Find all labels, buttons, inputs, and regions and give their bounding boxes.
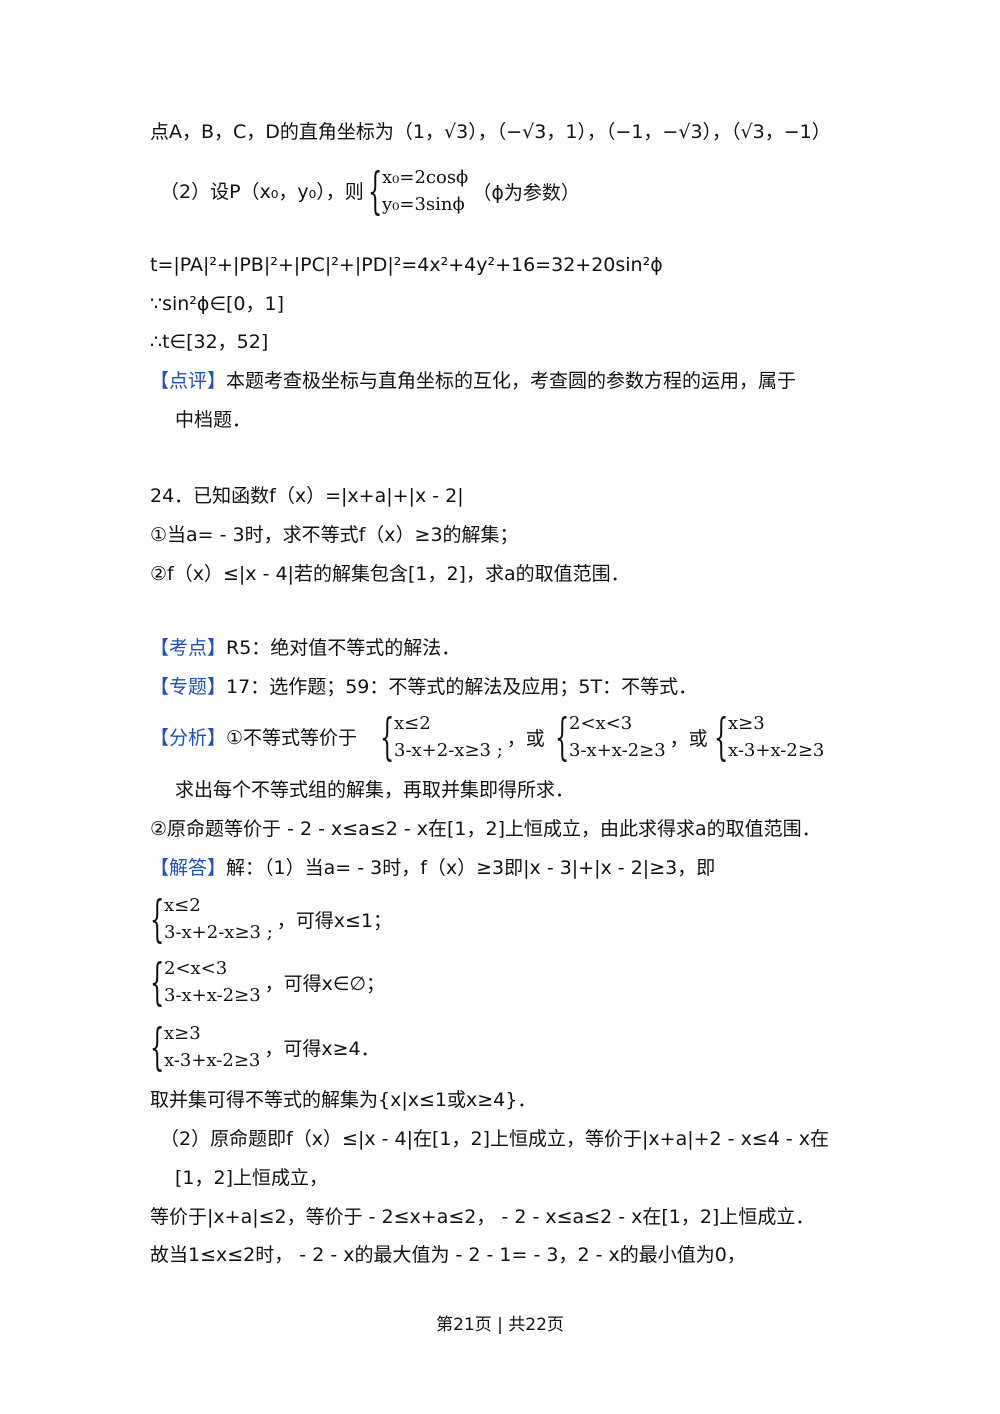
case-2: { 2<x<3 3-x+x-2≥3 ，可得x∈∅； (150, 955, 385, 1009)
or-text: ，或 (669, 727, 708, 750)
system-eq: x-3+x-2≥3 (728, 740, 825, 761)
param-note: （ϕ为参数） (472, 181, 580, 204)
fenxi-tag: 【分析】 (150, 727, 227, 749)
union-line: 取并集可得不等式的解集为{x|x≤1或x≥4}． (150, 1089, 537, 1111)
case-3: { x≥3 x-3+x-2≥3 ，可得x≥4． (150, 1020, 380, 1074)
case-result: ，可得x∈∅； (264, 972, 386, 995)
comment-line: 【点评】本题考查极坐标与直角坐标的互化，考查圆的参数方程的运用，属于 (150, 368, 796, 394)
part2-line: （2）原命题即f（x）≤|x - 4|在[1，2]上恒成立，等价于|x+a|+2… (160, 1128, 829, 1150)
comment-tag: 【点评】 (150, 370, 227, 392)
system-eq: x≤2 (164, 895, 201, 916)
zhuanti-line: 【专题】17：选作题；59：不等式的解法及应用；5T：不等式． (150, 674, 697, 700)
system-eq: 3-x+2-x≥3 ; (164, 922, 273, 943)
t-formula: t=|PA|²+|PB|²+|PC|²+|PD|²=4x²+4y²+16=32+… (150, 254, 663, 276)
max-min-line: 故当1≤x≤2时， - 2 - x的最大值为 - 2 - 1= - 3，2 - … (150, 1244, 746, 1266)
coordinates-line: 点A，B，C，D的直角坐标为（1，√3），（−√3，1），（−1，−√3），（√… (150, 121, 831, 143)
fenxi-part2: ②原命题等价于 - 2 - x≤a≤2 - x在[1，2]上恒成立，由此求得求a… (150, 818, 821, 840)
problem-24-part2: ②f（x）≤|x - 4|若的解集包含[1，2]，求a的取值范围． (150, 563, 630, 585)
brace-icon: { (150, 953, 165, 1011)
system-eq: 3-x+x-2≥3 (164, 985, 261, 1006)
zhuanti-tag: 【专题】 (150, 676, 227, 698)
zhuanti-text: 17：选作题；59：不等式的解法及应用；5T：不等式． (226, 676, 698, 698)
sin-range: ∵sin²ϕ∈[0，1] (150, 293, 285, 315)
brace-icon: { (150, 1018, 165, 1076)
fenxi-system-2: { 2<x<3 3-x+x-2≥3 ，或 (555, 710, 708, 764)
param-system: { x₀=2cosϕ y₀=3sinϕ （ϕ为参数） (368, 164, 580, 218)
brace-icon: { (150, 890, 165, 948)
system-eq: x-3+x-2≥3 (164, 1050, 261, 1071)
kaodian-line: 【考点】R5：绝对值不等式的解法． (150, 635, 460, 661)
case-result: ，可得x≥4． (264, 1037, 380, 1060)
equiv-line: 等价于|x+a|≤2，等价于 - 2≤x+a≤2， - 2 - x≤a≤2 - … (150, 1206, 815, 1228)
part2-cont: [1，2]上恒成立， (175, 1167, 329, 1189)
problem-24-title: 24．已知函数f（x）=|x+a|+|x - 2| (150, 485, 464, 507)
system-eq: x≤2 (394, 713, 431, 734)
system-eq: 2<x<3 (164, 958, 228, 979)
fenxi-system-1: { x≤2 3-x+2-x≥3 ; ，或 (380, 710, 545, 764)
case-1: { x≤2 3-x+2-x≥3 ; ，可得x≤1； (150, 892, 392, 946)
case-result: ，可得x≤1； (276, 909, 393, 932)
jieda-text: 解：（1）当a= - 3时，f（x）≥3即|x - 3|+|x - 2|≥3，即 (226, 857, 716, 879)
page-footer: 第21页 | 共22页 (436, 1315, 564, 1335)
system-eq: 3-x+x-2≥3 (569, 740, 666, 761)
system-eq: x≥3 (728, 713, 765, 734)
brace-icon: { (380, 708, 395, 766)
kaodian-tag: 【考点】 (150, 637, 227, 659)
fenxi-cont: 求出每个不等式组的解集，再取并集即得所求． (175, 779, 575, 801)
system-eq: 2<x<3 (569, 713, 633, 734)
fenxi-system-3: { x≥3 x-3+x-2≥3 (714, 710, 824, 764)
system-eq: 3-x+2-x≥3 ; (394, 740, 503, 761)
fenxi-line: 【分析】①不等式等价于 (150, 725, 357, 751)
problem-24-part1: ①当a= - 3时，求不等式f（x）≥3的解集； (150, 524, 519, 546)
param-eq-y: y₀=3sinϕ (382, 194, 465, 215)
brace-icon: { (555, 708, 570, 766)
or-text: ，或 (506, 727, 545, 750)
comment-cont: 中档题． (175, 409, 252, 431)
comment-text: 本题考查极坐标与直角坐标的互化，考查圆的参数方程的运用，属于 (226, 370, 797, 392)
t-range: ∴t∈[32，52] (150, 331, 269, 353)
kaodian-text: R5：绝对值不等式的解法． (226, 637, 461, 659)
brace-icon: { (368, 162, 383, 220)
system-eq: x≥3 (164, 1023, 201, 1044)
jieda-line: 【解答】解：（1）当a= - 3时，f（x）≥3即|x - 3|+|x - 2|… (150, 855, 715, 881)
jieda-tag: 【解答】 (150, 857, 227, 879)
param-eq-x: x₀=2cosϕ (382, 167, 469, 188)
param-intro: （2）设P（x₀，y₀），则 (160, 181, 364, 203)
brace-icon: { (714, 708, 729, 766)
fenxi-text: ①不等式等价于 (226, 727, 358, 749)
